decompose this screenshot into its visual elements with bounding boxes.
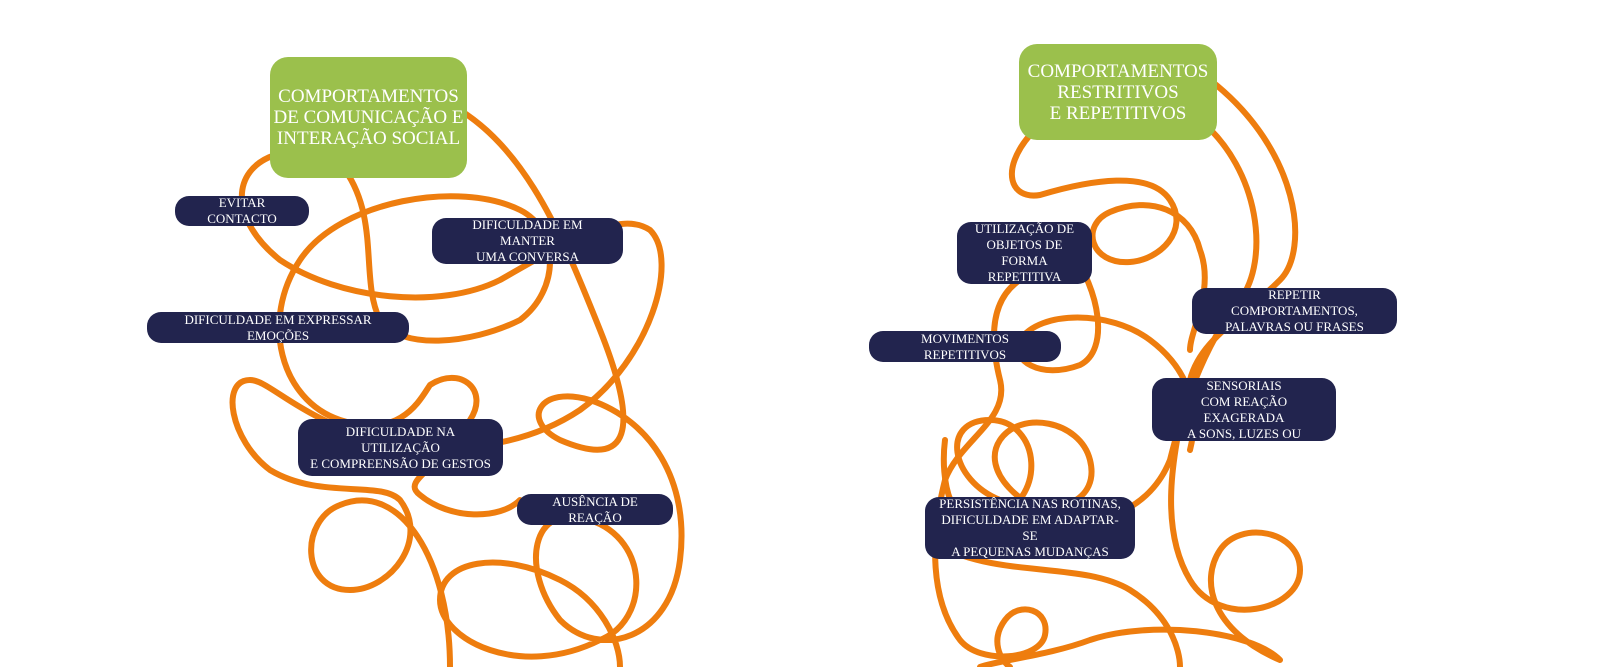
right-tangled-line-2 [1009, 132, 1208, 353]
item-difficulty-maintaining-conversation: DIFICULDADE EM MANTER UMA CONVERSA [432, 217, 623, 264]
right-tangled-line-4 [932, 277, 1049, 667]
item-persistence-routines: PERSISTÊNCIA NAS ROTINAS, DIFICULDADE EM… [925, 496, 1135, 559]
item-difficulty-expressing-emotions: DIFICULDADE EM EXPRESSAR EMOÇÕES [147, 312, 409, 343]
title-communication-social-interaction: COMPORTAMENTOS DE COMUNICAÇÃO E INTERAÇÃ… [270, 57, 467, 178]
item-repetitive-movements: MOVIMENTOS REPETITIVOS [869, 331, 1061, 362]
item-repeat-behaviors-words: REPETIR COMPORTAMENTOS, PALAVRAS OU FRAS… [1192, 287, 1397, 334]
right-tangled-line-3 [940, 117, 1260, 526]
item-repetitive-object-use: UTILIZAÇÃO DE OBJETOS DE FORMA REPETITIV… [957, 221, 1092, 284]
item-absence-of-reaction: AUSÊNCIA DE REAÇÃO [517, 494, 673, 525]
item-sensory-alterations: ALTERAÇÕES SENSORIAIS COM REAÇÃO EXAGERA… [1152, 362, 1336, 457]
item-difficulty-gestures: DIFICULDADE NA UTILIZAÇÃO E COMPREENSÃO … [298, 419, 503, 476]
item-avoid-contact: EVITAR CONTACTO [175, 195, 309, 226]
title-restrictive-repetitive: COMPORTAMENTOS RESTRITIVOS E REPETITIVOS [1019, 44, 1217, 140]
right-tangled-line-6 [927, 537, 1183, 667]
